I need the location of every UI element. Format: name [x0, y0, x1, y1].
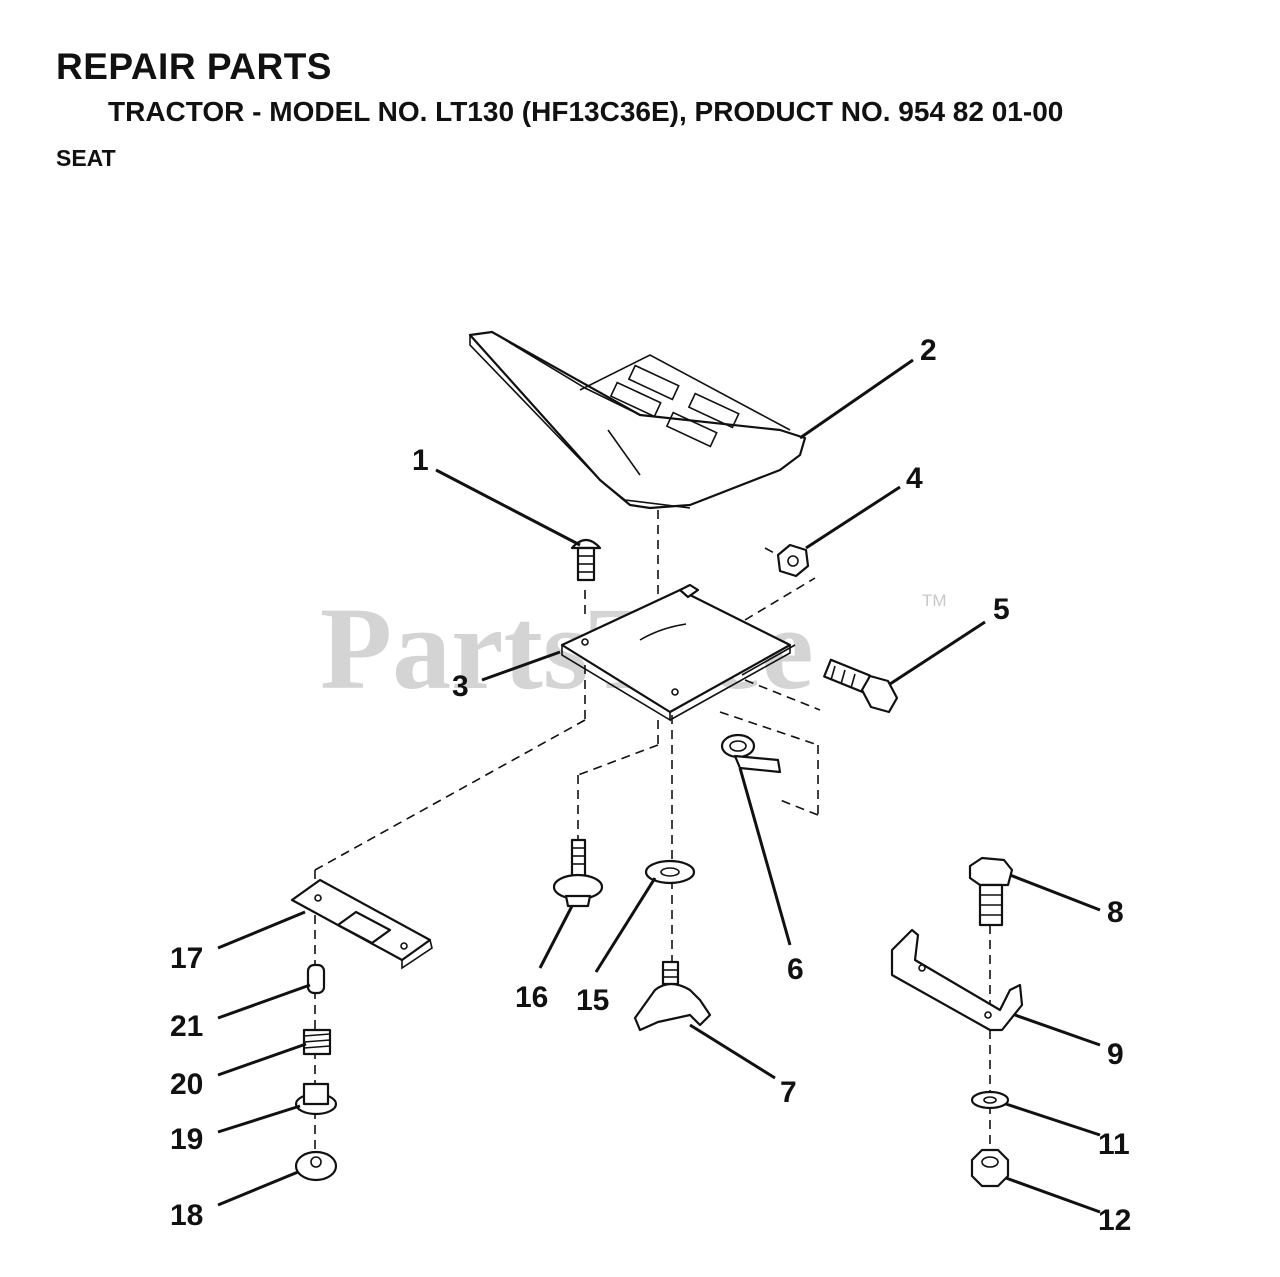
pin-part: [306, 963, 326, 995]
callout-8: 8: [1107, 896, 1124, 929]
callout-11: 11: [1098, 1128, 1130, 1161]
callout-numbers: 2 1 4 5 3 6 7 8 9 11 12 16 15 17 21 20 1…: [170, 334, 1131, 1237]
section-label: SEAT: [56, 145, 116, 171]
washer-part: [644, 859, 696, 885]
seat-plate-part: [560, 583, 796, 722]
callout-18: 18: [170, 1199, 203, 1232]
callout-9: 9: [1107, 1038, 1124, 1071]
small-washer-part: [970, 1090, 1010, 1110]
clip-part: [720, 733, 782, 774]
callout-7: 7: [780, 1076, 797, 1109]
callout-1: 1: [412, 444, 429, 477]
callout-4: 4: [906, 462, 923, 495]
callout-19: 19: [170, 1123, 203, 1156]
callout-21: 21: [170, 1010, 203, 1043]
callout-2: 2: [920, 334, 937, 367]
callout-16: 16: [515, 981, 548, 1014]
callout-5: 5: [993, 593, 1010, 626]
callout-3: 3: [452, 670, 469, 703]
callout-12: 12: [1098, 1204, 1131, 1237]
mounting-bracket-part: [890, 928, 1024, 1032]
callout-20: 20: [170, 1068, 203, 1101]
carriage-bolt-part: [570, 538, 602, 582]
slide-bracket-part: [290, 878, 433, 970]
spring-part: [302, 1028, 332, 1056]
page-title: REPAIR PARTS: [56, 46, 332, 87]
callout-15: 15: [576, 984, 609, 1017]
model-subtitle: TRACTOR - MODEL NO. LT130 (HF13C36E), PR…: [108, 96, 1064, 127]
bushing-part: [294, 1082, 338, 1116]
callout-17: 17: [170, 942, 203, 975]
hex-bolt-part: [823, 658, 899, 714]
flange-nut-part: [294, 1150, 338, 1182]
assembly-dashed-lines: [314, 510, 991, 1170]
bolt-part: [968, 856, 1014, 927]
knob-part: [633, 960, 712, 1032]
leader-lines: [217, 358, 1101, 1214]
hex-nut-part: [764, 543, 810, 578]
watermark-trademark: TM: [922, 591, 947, 610]
callout-6: 6: [787, 953, 804, 986]
seat-part: [468, 330, 807, 510]
lock-nut-part: [970, 1148, 1010, 1188]
shoulder-bolt-part: [552, 838, 604, 908]
